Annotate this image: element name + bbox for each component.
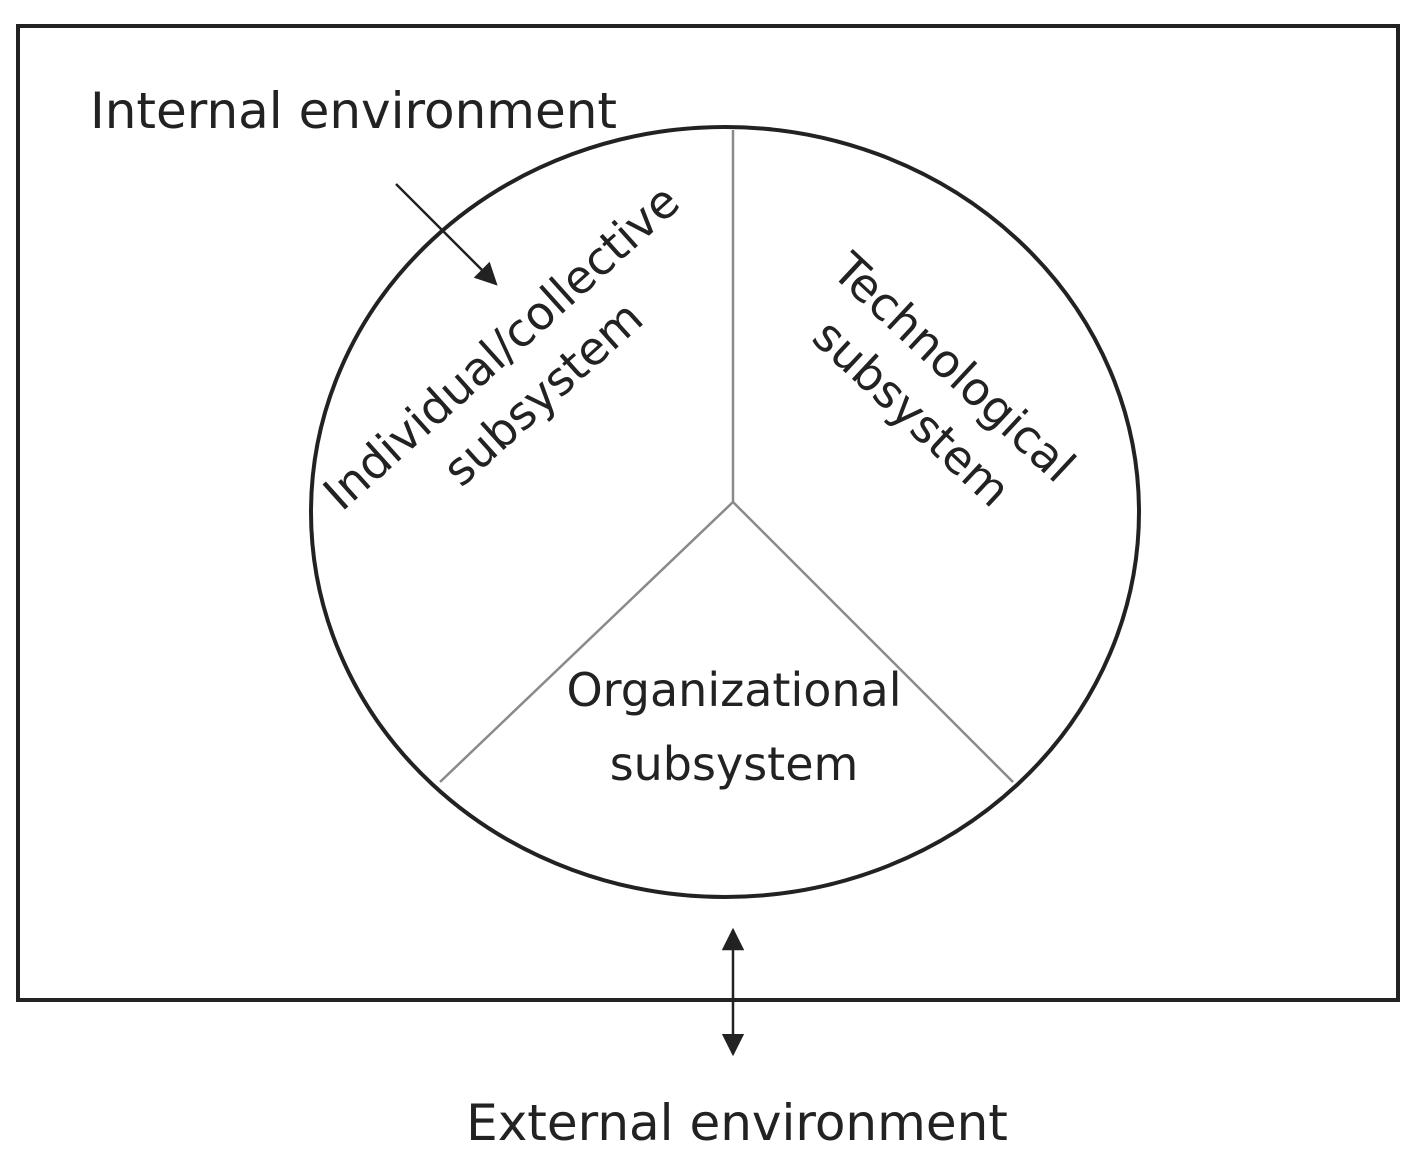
internal-environment-frame (16, 24, 1400, 1002)
system-circle (309, 125, 1141, 899)
divider-lower-left (439, 501, 734, 783)
segment-organizational-line1: Organizational (566, 663, 901, 717)
external-environment-label: External environment (466, 1094, 1008, 1152)
internal-environment-arrow (395, 183, 498, 286)
segment-technological: Technological subsystem (802, 242, 1085, 518)
divider-lower-right (732, 501, 1014, 783)
segment-individual-collective: Individual/collective subsystem (313, 174, 690, 521)
segment-organizational-line2: subsystem (610, 737, 859, 791)
internal-environment-label: Internal environment (90, 82, 617, 140)
